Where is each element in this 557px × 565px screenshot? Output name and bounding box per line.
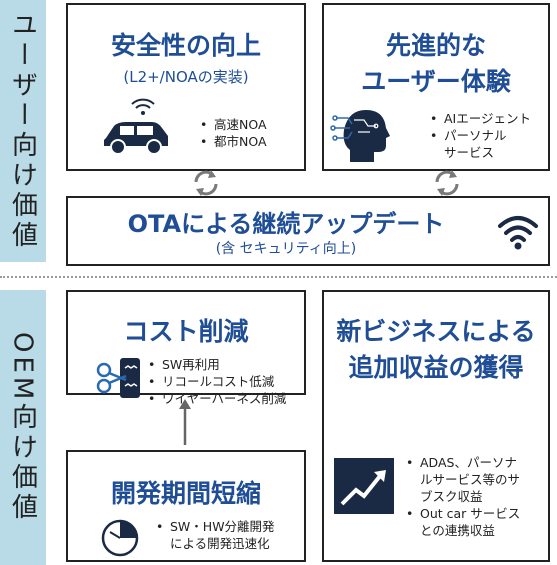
oem-value-band: OEM向け価値 [0, 290, 46, 565]
user-value-band: ユーザー向け価値 [0, 0, 46, 262]
cost-title: コスト削減 [123, 317, 249, 346]
wifi-icon [498, 216, 538, 250]
user-value-label: ユーザー向け価値 [7, 11, 38, 251]
section-divider [0, 276, 557, 278]
experience-title-line1: 先進的な [385, 31, 486, 60]
revenue-bullets: ADAS、パーソナ ルサービス等のサ ブスク収益 Out car サービス との… [406, 454, 520, 539]
cycle-arrows-icon [435, 170, 459, 196]
oem-value-label: OEM向け価値 [7, 331, 38, 524]
list-item: サービス [444, 145, 495, 160]
ota-subtitle: (含 セキュリティ向上) [215, 241, 357, 257]
safety-title: 安全性の向上 [110, 31, 261, 60]
list-item: 都市NOA [200, 133, 267, 150]
list-item: リコールコスト低減 [148, 373, 286, 390]
ai-head-icon [330, 110, 390, 162]
list-item: ワイヤーハーネス削減 [148, 390, 286, 407]
revenue-title-line2: 追加収益の獲得 [348, 353, 524, 382]
list-item: による開発迅速化 [170, 536, 270, 551]
car-wifi-icon [104, 98, 168, 155]
cycle-arrows-icon [194, 170, 218, 196]
list-item: ルサービス等のサ [420, 472, 521, 487]
experience-title-line2: ユーザー体験 [361, 67, 511, 96]
list-item: 高速NOA [200, 116, 267, 133]
list-item: AIエージェント [430, 110, 531, 127]
clock-icon [101, 519, 139, 557]
experience-bullets: AIエージェント パーソナル サービス [430, 110, 531, 161]
list-item: ブスク収益 [420, 489, 483, 504]
growth-chart-icon [334, 458, 394, 514]
safety-subtitle: (L2+/NOAの実装) [123, 68, 249, 86]
dev-bullets: SW・HW分離開発 による開発迅速化 [156, 518, 275, 552]
dev-title: 開発期間短縮 [110, 479, 261, 508]
cost-bullets: SW再利用 リコールコスト低減 ワイヤーハーネス削減 [148, 356, 286, 407]
list-item: SW・HW分離開発 [156, 518, 275, 535]
list-item: との連携収益 [420, 523, 495, 538]
ota-box [66, 196, 550, 266]
dev-box [66, 450, 306, 562]
safety-bullets: 高速NOA 都市NOA [200, 116, 267, 150]
scissors-cut-icon [96, 358, 140, 398]
list-item: SW再利用 [148, 356, 286, 373]
ota-title: OTAによる継続アップデート [127, 210, 445, 238]
list-item: ADAS、パーソナ [406, 454, 520, 471]
revenue-title-line1: 新ビジネスによる [336, 317, 536, 346]
arrow-up-icon [179, 399, 191, 445]
list-item: Out car サービス [406, 505, 520, 522]
list-item: パーソナル [430, 127, 531, 144]
